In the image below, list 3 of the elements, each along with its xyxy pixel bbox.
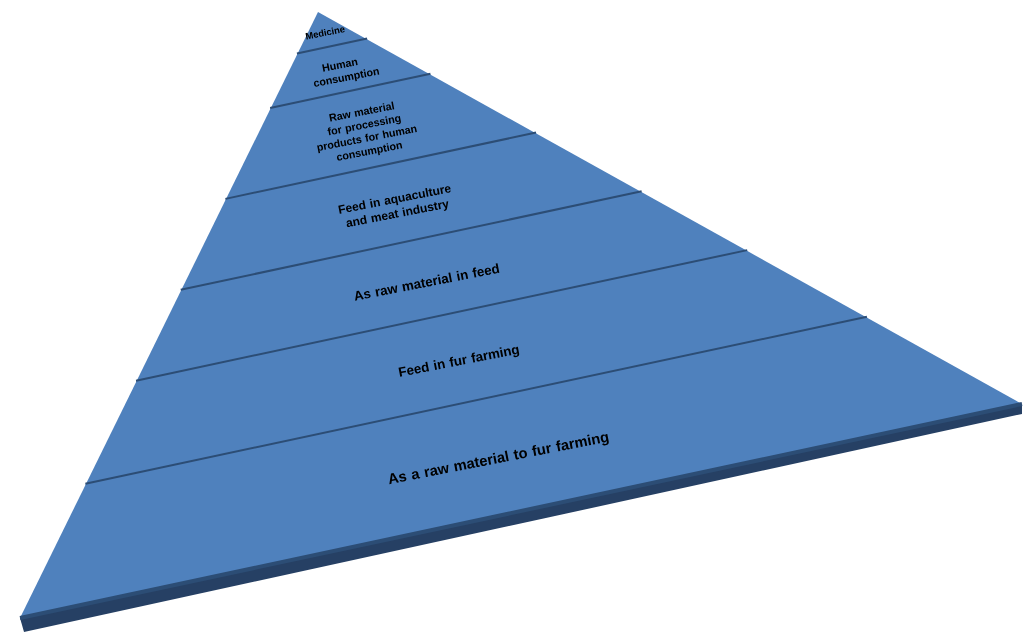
node-label: As a raw material to fur farming xyxy=(389,433,609,485)
node-label: Feed in fur farming xyxy=(398,346,520,377)
node-label: Medicine xyxy=(305,27,345,40)
